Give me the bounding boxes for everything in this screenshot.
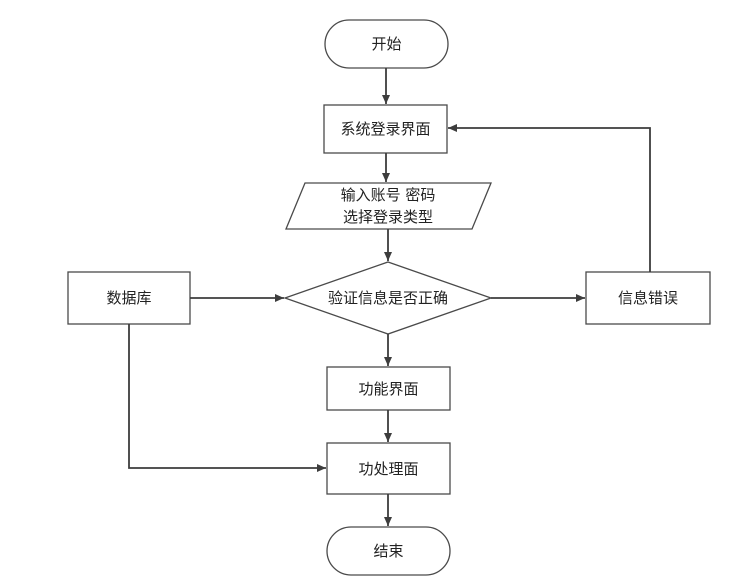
handle-process-box [326,442,451,495]
start-label: 开始 [325,20,448,68]
login-label: 系统登录界面 [324,105,447,153]
handle-label: 功处理面 [327,443,450,494]
end-text: 结束 [373,542,404,560]
error-process-box [585,271,711,325]
input-label: 输入账号 密码 选择登录类型 [295,183,481,229]
input-data-parallelogram [285,182,492,230]
verify-text: 验证信息是否正确 [327,289,448,307]
login-text: 系统登录界面 [340,120,431,138]
start-text: 开始 [371,35,402,53]
end-terminator [326,526,451,576]
function-label: 功能界面 [327,367,450,410]
input-text-line-1: 输入账号 密码 [340,186,436,204]
verify-label: 验证信息是否正确 [290,286,486,310]
edge-error-to-login [448,124,651,272]
input-text-line-2: 选择登录类型 [342,208,433,226]
database-process-box [67,271,191,325]
function-text: 功能界面 [358,379,419,398]
login-process-box [323,104,448,154]
end-label: 结束 [327,527,450,575]
handle-text: 功处理面 [358,459,419,478]
error-label: 信息错误 [586,272,710,324]
error-text: 信息错误 [617,289,678,307]
database-text: 数据库 [106,289,152,307]
edge-database-to-handle [128,324,326,472]
database-label: 数据库 [68,272,190,324]
function-process-box [326,366,451,411]
